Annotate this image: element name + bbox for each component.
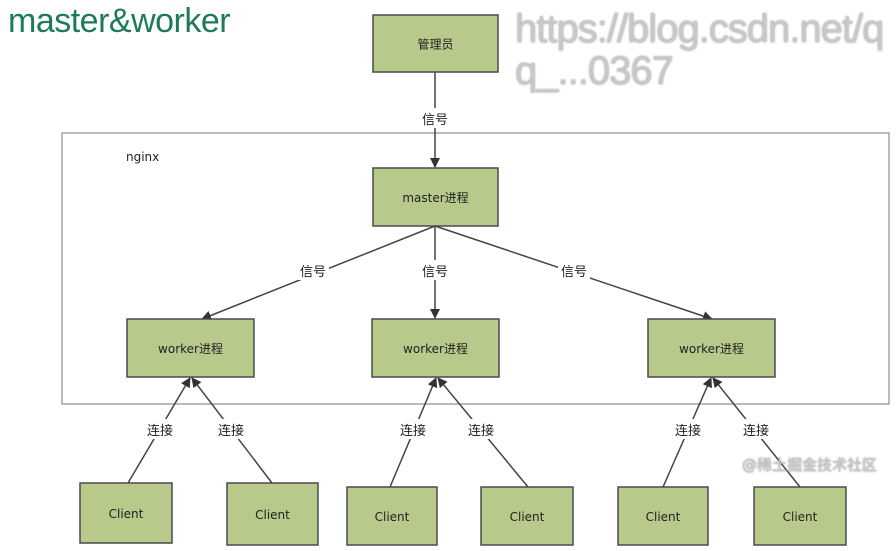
connect-label-4: 连接 [468,423,494,439]
client-box-5-label: Client [646,510,681,524]
worker-box-3-label: worker进程 [679,341,744,356]
client-box-3: Client [346,486,438,546]
worker-box-2-label: worker进程 [403,341,468,356]
signal-label-admin: 信号 [422,113,448,128]
connect-label-2: 连接 [218,423,244,439]
master-box: master进程 [372,167,499,227]
client-box-3-label: Client [375,510,410,524]
signal-label-2: 信号 [422,265,448,280]
master-box-label: master进程 [402,190,468,205]
worker-box-2: worker进程 [371,318,500,378]
admin-box: 管理员 [372,14,499,73]
admin-box-label: 管理员 [417,37,453,52]
client-box-6: Client [753,486,847,546]
connect-label-5: 连接 [675,423,701,439]
connect-label-3: 连接 [400,423,426,439]
nginx-label: nginx [126,150,159,164]
client-box-1: Client [79,482,173,544]
client-box-5: Client [617,486,709,546]
connect-label-6: 连接 [743,423,769,439]
connect-label-1: 连接 [147,423,173,439]
diagram-title: master&worker [8,2,231,40]
worker-box-1: worker进程 [126,318,255,378]
watermark-juejin: @稀土掘金技术社区 [742,456,878,474]
client-box-4: Client [480,486,574,546]
signal-label-3: 信号 [561,265,587,280]
worker-box-1-label: worker进程 [158,341,223,356]
client-box-2-label: Client [255,508,290,522]
client-box-1-label: Client [109,507,144,521]
client-box-6-label: Client [783,510,818,524]
client-box-2: Client [226,482,319,546]
client-box-4-label: Client [510,510,545,524]
worker-box-3: worker进程 [647,318,776,378]
signal-label-1: 信号 [300,265,326,280]
watermark: https://blog.csdn.net/qq_...0367 [515,7,884,93]
